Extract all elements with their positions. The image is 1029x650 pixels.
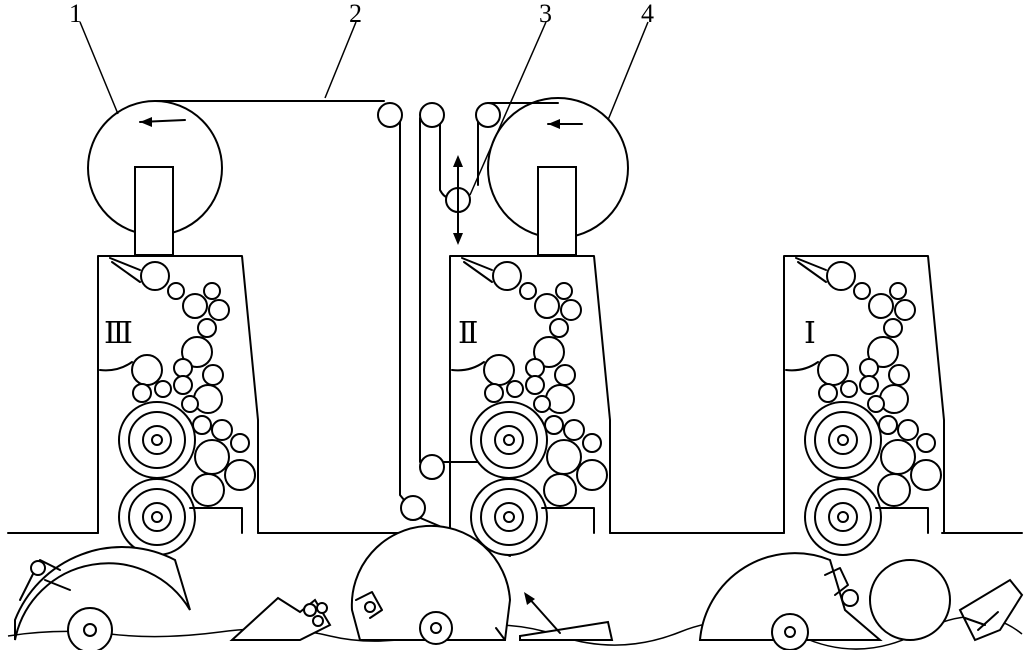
unit-frame-step [875, 507, 929, 534]
ink-roller [859, 358, 879, 378]
ink-roller [193, 384, 223, 414]
ink-roller [519, 282, 537, 300]
ink-roller [894, 299, 916, 321]
ink-roller [576, 459, 608, 491]
ink-roller [910, 459, 942, 491]
ink-roller [867, 336, 899, 368]
dancer-arrows [453, 155, 463, 245]
ink-roller [173, 375, 193, 395]
callout-1: 1 [69, 0, 82, 28]
printing-unit-II [449, 255, 611, 556]
ink-roller [826, 261, 856, 291]
ink-roller [545, 384, 575, 414]
ink-roller [208, 299, 230, 321]
ink-roller [211, 419, 233, 441]
ink-fountain [461, 257, 493, 283]
plate-cylinder [837, 434, 849, 446]
ink-roller [560, 299, 582, 321]
ink-roller [197, 318, 217, 338]
blanket-cylinder [837, 511, 849, 523]
ink-roller [167, 282, 185, 300]
ink-roller [203, 282, 221, 300]
unit-frame-step [541, 507, 595, 534]
ink-roller [173, 358, 193, 378]
printing-unit-I [783, 255, 945, 556]
guide-rollers [377, 102, 501, 521]
ink-roller [549, 318, 569, 338]
ink-roller [817, 354, 849, 386]
ink-roller [897, 419, 919, 441]
ink-roller [582, 433, 602, 453]
printing-unit-III [97, 255, 259, 556]
roller-guard [99, 361, 133, 372]
unit-label-III: Ⅲ [104, 317, 133, 350]
ink-roller [877, 473, 911, 507]
ink-roller [853, 282, 871, 300]
ink-roller [867, 395, 885, 413]
unit-frame-step [189, 507, 243, 534]
ground-line [7, 532, 1023, 650]
ink-roller [230, 433, 250, 453]
ink-roller [181, 336, 213, 368]
unit-label-II: Ⅱ [458, 317, 478, 350]
ink-roller [880, 439, 916, 475]
ink-roller [191, 473, 225, 507]
ink-roller [194, 439, 230, 475]
ink-roller [534, 293, 560, 319]
ink-fountain [795, 257, 827, 283]
ink-roller [554, 364, 576, 386]
ink-roller [888, 364, 910, 386]
ink-fountain [109, 257, 141, 283]
ink-roller [883, 318, 903, 338]
callout-2: 2 [349, 0, 362, 28]
ink-roller [140, 261, 170, 291]
reel-stand-1 [87, 100, 223, 256]
ink-roller [868, 293, 894, 319]
ink-roller [879, 384, 909, 414]
ink-roller [533, 395, 551, 413]
ink-roller [202, 364, 224, 386]
unit-label-I: Ⅰ [804, 317, 816, 350]
roller-guard [451, 361, 485, 372]
ink-roller [555, 282, 573, 300]
callout-leaders [79, 21, 649, 196]
ink-roller [224, 459, 256, 491]
ink-roller [916, 433, 936, 453]
roller-guard [785, 361, 819, 372]
reel-stand-4 [487, 97, 629, 256]
plate-cylinder [503, 434, 515, 446]
ink-roller [544, 415, 564, 435]
ink-roller [484, 383, 504, 403]
ink-roller [483, 354, 515, 386]
ink-roller [192, 415, 212, 435]
ink-roller [182, 293, 208, 319]
callout-3: 3 [539, 0, 552, 28]
ink-roller [878, 415, 898, 435]
blanket-cylinder [503, 511, 515, 523]
ink-roller [132, 383, 152, 403]
ink-roller [840, 380, 858, 398]
ink-roller [181, 395, 199, 413]
ink-roller [818, 383, 838, 403]
ink-roller [543, 473, 577, 507]
callout-4: 4 [641, 0, 654, 28]
ink-roller [154, 380, 172, 398]
ink-roller [506, 380, 524, 398]
plate-cylinder [151, 434, 163, 446]
lower-machinery [14, 524, 1024, 650]
ink-roller [563, 419, 585, 441]
ink-roller [859, 375, 879, 395]
ink-roller [546, 439, 582, 475]
ink-roller [525, 358, 545, 378]
ink-roller [131, 354, 163, 386]
blanket-cylinder [151, 511, 163, 523]
ink-roller [492, 261, 522, 291]
ink-roller [525, 375, 545, 395]
ink-roller [889, 282, 907, 300]
ink-roller [533, 336, 565, 368]
